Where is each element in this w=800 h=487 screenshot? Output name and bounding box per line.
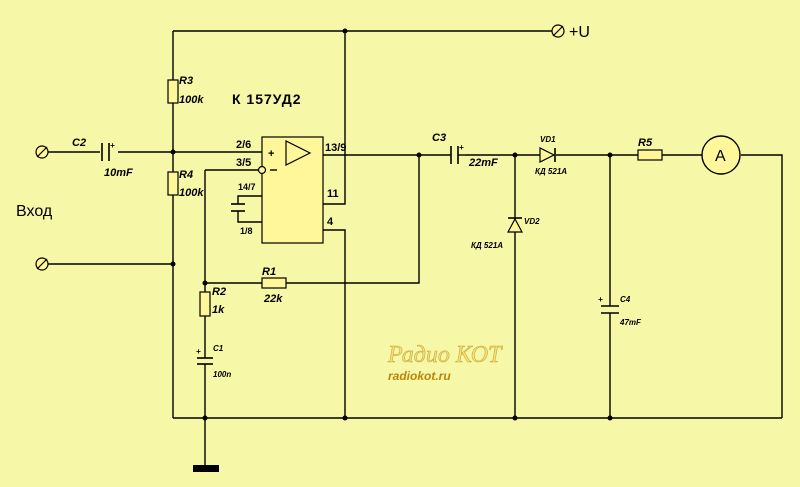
diode-vd2: VD2 КД 521А bbox=[471, 212, 540, 250]
c4-value: 47mF bbox=[619, 318, 642, 327]
capacitor-correction bbox=[231, 203, 245, 212]
vd2-value: КД 521А bbox=[471, 241, 503, 250]
c1-ref: C1 bbox=[213, 344, 224, 353]
c3-ref: C3 bbox=[432, 132, 446, 144]
chip-label: К 157УД2 bbox=[232, 91, 302, 107]
ammeter-icon bbox=[701, 135, 741, 175]
supply-terminal: +U bbox=[551, 24, 590, 41]
junction-supply bbox=[342, 28, 348, 34]
junction-ground-2 bbox=[512, 415, 518, 421]
capacitor-c4: + C4 47mF bbox=[598, 295, 642, 327]
input-terminal-bottom bbox=[35, 257, 49, 271]
resistor-r3: R3 100k bbox=[167, 75, 204, 106]
r1-ref: R1 bbox=[262, 266, 276, 278]
resistor-r2: R2 1k bbox=[199, 286, 226, 317]
junction-c4 bbox=[607, 152, 613, 158]
pin-comp-b: 1/8 bbox=[240, 226, 253, 236]
ammeter-symbol: A bbox=[715, 148, 726, 165]
junction-input bbox=[170, 149, 176, 155]
pin-in-plus: 2/6 bbox=[236, 139, 251, 151]
r4-value: 100k bbox=[179, 187, 204, 199]
vd1-value: КД 521А bbox=[535, 167, 567, 176]
junctions bbox=[170, 28, 613, 421]
wires bbox=[48, 30, 783, 465]
junction-lower-input bbox=[170, 261, 176, 267]
r2-ref: R2 bbox=[212, 286, 226, 298]
resistor-r5: R5 bbox=[637, 137, 663, 161]
ground-icon bbox=[193, 465, 219, 472]
pin-vcc: 11 bbox=[327, 188, 339, 200]
capacitor-c2: + C2 10mF bbox=[72, 137, 133, 179]
capacitor-c1: + C1 100n bbox=[196, 344, 231, 379]
svg-text:+: + bbox=[598, 295, 603, 304]
r3-value: 100k bbox=[179, 94, 204, 106]
pin-gnd: 4 bbox=[327, 216, 334, 228]
junction-vd2 bbox=[512, 152, 518, 158]
r2-value: 1k bbox=[212, 304, 225, 316]
watermark-logo: Радио КОТ bbox=[387, 342, 503, 368]
resistor-r4: R4 100k bbox=[167, 169, 204, 199]
vd1-ref: VD1 bbox=[540, 135, 556, 144]
diode-vd1: VD1 КД 521А bbox=[535, 135, 567, 176]
junction-ground-3 bbox=[607, 415, 613, 421]
capacitor-c3: + C3 22mF bbox=[432, 132, 498, 169]
ammeter: A bbox=[701, 135, 741, 175]
input-terminal-top bbox=[35, 145, 49, 159]
r3-ref: R3 bbox=[179, 75, 193, 87]
watermark-site: radiokot.ru bbox=[388, 369, 451, 383]
pin-out: 13/9 bbox=[325, 142, 346, 154]
junction-output bbox=[416, 152, 422, 158]
watermark: Радио КОТ radiokot.ru bbox=[387, 342, 504, 383]
svg-text:+: + bbox=[110, 141, 115, 150]
c2-ref: C2 bbox=[72, 137, 86, 149]
c2-value: 10mF bbox=[104, 167, 133, 179]
supply-label: +U bbox=[569, 24, 590, 41]
pin-in-minus: 3/5 bbox=[236, 157, 251, 169]
c1-value: 100n bbox=[213, 370, 231, 379]
junction-feedback bbox=[202, 280, 208, 286]
r1-value: 22k bbox=[263, 293, 283, 305]
svg-text:+: + bbox=[196, 347, 201, 356]
c3-value: 22mF bbox=[468, 157, 498, 169]
opamp-ic: + К 157УД2 2/6 3/5 13/9 14/7 1/8 11 4 bbox=[232, 91, 346, 244]
svg-text:+: + bbox=[268, 148, 274, 160]
r4-ref: R4 bbox=[179, 169, 193, 181]
resistor-r1: R1 22k bbox=[261, 266, 287, 305]
junction-ground-4 bbox=[202, 415, 208, 421]
c4-ref: C4 bbox=[620, 295, 631, 304]
svg-text:+: + bbox=[459, 143, 464, 152]
input-label: Вход bbox=[16, 203, 53, 220]
r5-ref: R5 bbox=[638, 137, 653, 149]
junction-ground-1 bbox=[342, 415, 348, 421]
pin-comp-a: 14/7 bbox=[238, 182, 256, 192]
vd2-ref: VD2 bbox=[524, 217, 540, 226]
